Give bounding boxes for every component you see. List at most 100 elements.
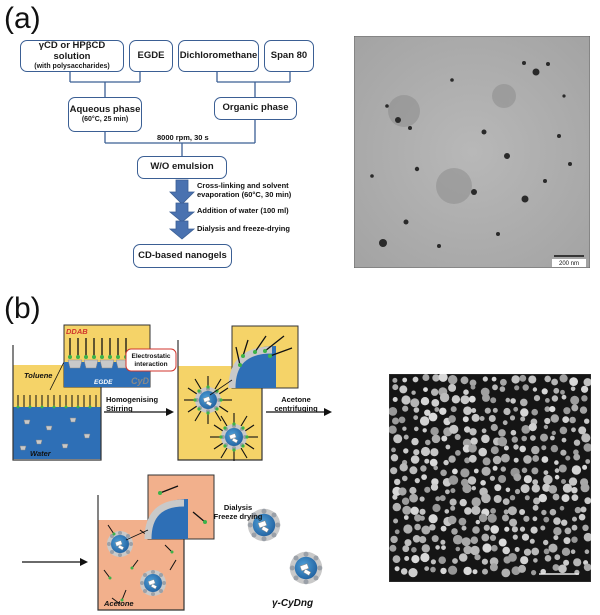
step-dialysis: Dialysis and freeze-drying [197,224,290,233]
tem-particle [518,564,526,573]
tem-particle [429,458,438,467]
tem-particle [410,398,420,408]
tem-particle [549,406,556,413]
dichloromethane-label: Dichloromethane [179,49,258,61]
tem-particle [448,455,456,463]
tem-particle [390,535,398,544]
tem-particle [519,509,526,515]
tem-particle [550,435,555,441]
tem-particle [460,395,470,405]
tem-particle [488,415,496,422]
tem-particle [562,483,572,493]
tem-particle [413,415,419,420]
tem-particle [439,495,446,502]
tem-particle [544,406,551,412]
tem-particle [514,547,520,552]
tem-particle [450,505,456,511]
tem-particle [494,484,502,492]
tem-particle [553,535,559,541]
tem-particle [498,475,507,483]
tem-particle [463,389,469,395]
tem-particle [435,496,441,502]
tem-particle [425,439,431,446]
homogenize-label: 8000 rpm, 30 s [157,133,209,142]
tem-particle [455,546,461,552]
tem-particle [489,563,498,572]
cd-solution-box: γCD or HPβCD solution (with polysacchari… [20,40,124,72]
tem-particle [550,444,559,453]
electrostatic-line1: Electrostatic [131,353,170,360]
tem-particle [481,558,488,565]
tem-particle [490,423,498,432]
tem-particle [440,469,447,477]
tem-particle [475,519,480,525]
tem-particle [403,515,409,520]
tem-particle [390,454,399,462]
tem-particle [580,483,590,493]
tem-particle [439,392,450,403]
tem-particle [551,430,556,436]
egde-box: EGDE [129,40,173,72]
tem-particle [570,549,576,554]
tem-particle [392,397,398,402]
tem-particle [484,407,491,414]
tem-particle [520,416,526,422]
tem-particle [413,449,420,456]
tem-particle [573,453,581,461]
tem-particle [420,397,430,406]
tem-particle [548,543,558,553]
tem-particle [438,556,446,564]
tem-particle [472,569,478,575]
tem-particle [541,388,548,395]
tem-particle [482,393,490,402]
tem-particle [540,433,548,442]
electrostatic-box [125,348,177,372]
tem-particle [391,447,396,453]
tem-particle [523,475,532,484]
tem-particle [508,553,517,562]
step3-line1: Dialysis [224,503,252,512]
tem-particle [441,545,446,550]
tem-particle [581,395,588,402]
tem-particle [532,516,538,522]
tem-particle [573,449,579,455]
tem-particle [439,407,447,415]
tem-particle [521,435,527,442]
tem-particle [553,527,562,536]
step1-line1: Homogenising [106,395,159,404]
tem-particle [490,508,496,514]
tem-image-a: 200 nm [354,36,590,268]
tem-particle [400,568,408,575]
tem-particle [572,516,577,522]
tem-particle [470,384,476,390]
tem-particle [478,447,487,457]
tem-particle [513,457,519,463]
tem-particle [571,465,582,475]
ddab-label: DDAB [66,327,88,336]
tem-particle [552,564,560,571]
tem-particle [431,535,439,543]
tem-particle [570,395,580,405]
tem-particle [409,466,418,475]
tem-particle [500,466,506,472]
tem-particle [562,416,570,423]
tem-particle [435,545,440,550]
tem-particle [467,476,477,485]
tem-particle [393,518,399,524]
tem-particle [463,566,472,576]
tem-particle [548,485,558,494]
tem-particle [460,376,469,385]
step2-line1: Acetone [281,395,311,404]
tem-particle [503,445,509,451]
tem-particle [414,478,420,484]
tem-particle [531,547,540,556]
tem-particle [447,515,457,525]
tem-particle [462,438,472,448]
tem-particle [501,453,510,463]
tem-particle [497,436,508,447]
tem-particle [501,568,511,578]
tem-particle [520,556,529,565]
tem-particle [478,513,488,523]
tem-particle [421,544,430,553]
tem-particle [409,486,417,495]
